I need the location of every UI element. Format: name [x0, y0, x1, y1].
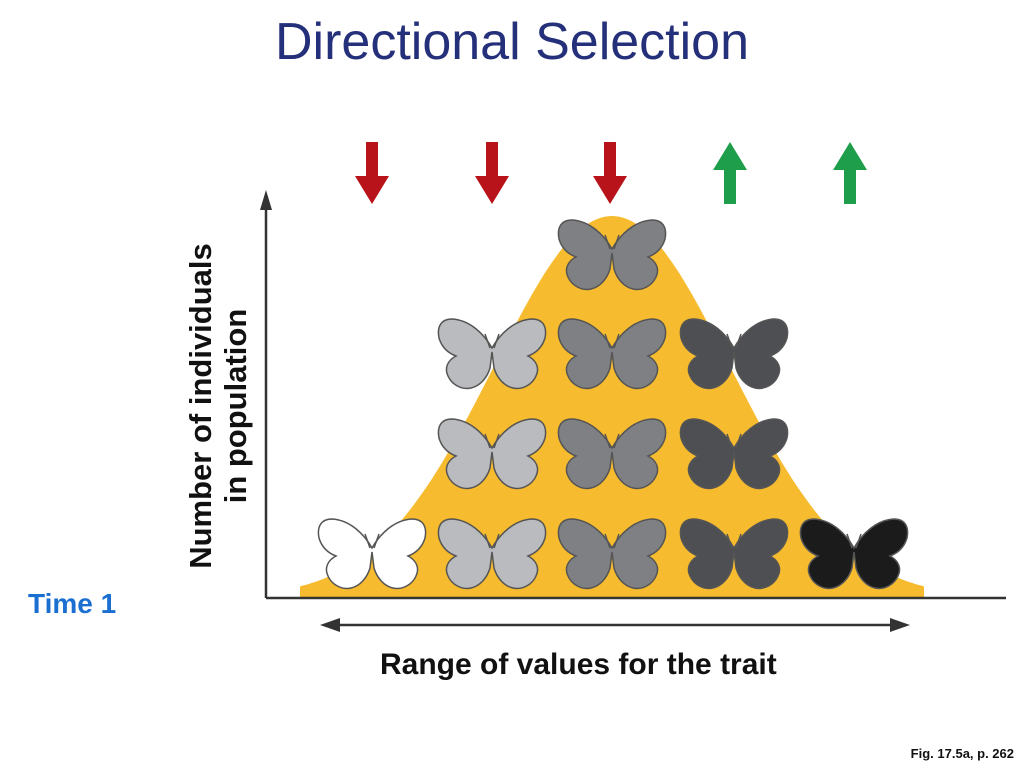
y-axis-label-line2: in population [218, 308, 253, 504]
green-up-arrow-icon [713, 142, 747, 204]
y-axis-label-line1: Number of individuals [183, 243, 218, 569]
y-axis-arrowhead [260, 190, 272, 210]
red-down-arrow-icon [593, 142, 627, 204]
red-down-arrow-icon [355, 142, 389, 204]
page-title: Directional Selection [274, 13, 750, 71]
range-arrowhead-left [320, 618, 340, 632]
red-down-arrow-icon [475, 142, 509, 204]
y-axis-label: Number of individuals in population [183, 243, 253, 569]
figure-caption: Fig. 17.5a, p. 262 [910, 746, 1014, 761]
time-label: Time 1 [28, 588, 117, 619]
distribution-curve [300, 216, 924, 598]
selection-arrows [355, 142, 867, 204]
green-up-arrow-icon [833, 142, 867, 204]
range-arrowhead-right [890, 618, 910, 632]
x-axis-label: Range of values for the trait [380, 648, 777, 681]
